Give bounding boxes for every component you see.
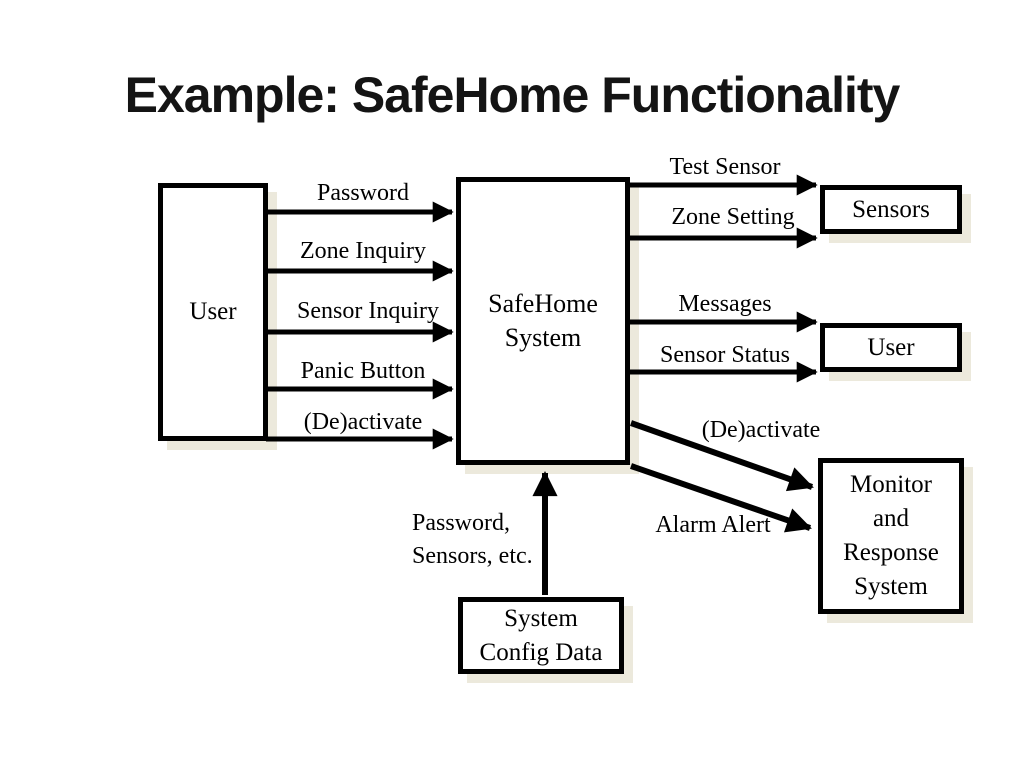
node-user-source: User	[158, 183, 268, 441]
node-user-sink-label: User	[867, 333, 915, 361]
flow-label-alarm-alert: Alarm Alert	[655, 512, 771, 538]
node-config-label-line2: Config Data	[479, 638, 603, 666]
node-sensors-label: Sensors	[852, 195, 930, 223]
flow-label-test-sensor: Test Sensor	[669, 154, 781, 180]
flow-label-config-data: Password, Sensors, etc.	[412, 507, 533, 573]
arrow-deactivate-out	[629, 420, 814, 492]
flow-label-panic-button: Panic Button	[300, 358, 426, 384]
node-user-sink: User	[820, 323, 962, 372]
node-sensors: Sensors	[820, 185, 962, 234]
arrow-alarm-alert	[630, 463, 812, 533]
flow-label-zone-inquiry: Zone Inquiry	[300, 238, 426, 264]
flow-label-deactivate-in: (De)activate	[303, 409, 423, 435]
node-monitor-response-system: Monitor and Response System	[818, 458, 964, 614]
node-safehome-label-line1: SafeHome	[488, 289, 598, 318]
flow-label-config-line1: Password,	[412, 510, 511, 536]
node-safehome-system: SafeHome System	[456, 177, 630, 465]
flow-label-messages: Messages	[678, 291, 772, 317]
flow-label-zone-setting: Zone Setting	[671, 204, 795, 230]
node-monitor-label-line2: and	[872, 505, 910, 532]
node-monitor-label-line4: System	[854, 573, 928, 600]
node-config-label-line1: System	[504, 604, 578, 632]
flow-label-sensor-status: Sensor Status	[659, 342, 790, 368]
node-safehome-label-line2: System	[504, 323, 582, 352]
node-system-config-data: System Config Data	[458, 597, 624, 674]
flow-label-sensor-inquiry: Sensor Inquiry	[297, 298, 439, 324]
node-monitor-label-line1: Monitor	[850, 471, 932, 498]
page-title: Example: SafeHome Functionality	[124, 67, 901, 123]
flow-label-password: Password	[316, 180, 409, 206]
node-monitor-label-line3: Response	[843, 539, 939, 566]
flow-label-deactivate-out: (De)activate	[701, 417, 821, 443]
node-user-source-label: User	[189, 298, 237, 325]
flow-label-config-line2: Sensors, etc.	[412, 543, 533, 569]
